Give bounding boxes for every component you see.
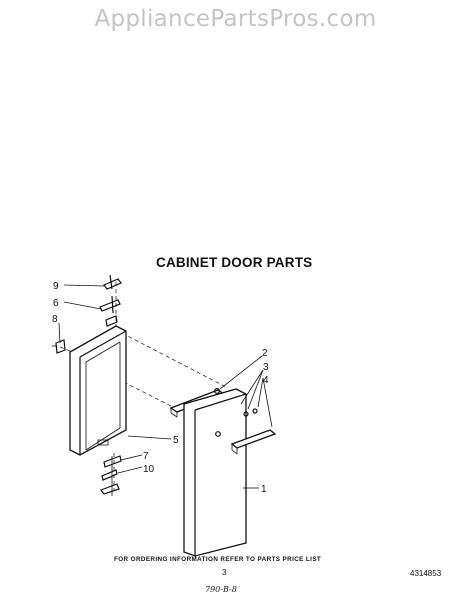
ordering-note: FOR ORDERING INFORMATION REFER TO PARTS … <box>114 556 322 563</box>
document-part-number: 4314853 <box>410 569 442 578</box>
callout-leader-lines <box>58 284 273 489</box>
callout-label-2: 2 <box>262 348 268 359</box>
callout-label-10: 10 <box>143 464 155 475</box>
site-watermark: AppliancePartsPros.com <box>94 6 377 32</box>
callout-label-8: 8 <box>52 314 58 325</box>
handwritten-reference: 790-B-8 <box>205 585 237 594</box>
cabinet-door-panel <box>183 388 247 557</box>
door-handle-trim <box>230 408 277 455</box>
callout-label-3: 3 <box>263 362 269 373</box>
callout-label-9: 9 <box>53 281 59 292</box>
door-liner-panel <box>69 325 127 456</box>
callout-label-6: 6 <box>53 298 59 309</box>
top-hinge-parts <box>99 274 122 327</box>
callout-label-7: 7 <box>143 451 149 462</box>
bottom-hinge-parts <box>100 455 122 496</box>
callout-label-1: 1 <box>261 484 267 495</box>
callout-label-4: 4 <box>263 375 269 386</box>
diagram-title: CABINET DOOR PARTS <box>156 255 313 270</box>
side-bracket <box>52 339 66 354</box>
page-number: 3 <box>222 568 227 577</box>
callout-label-5: 5 <box>173 435 179 446</box>
